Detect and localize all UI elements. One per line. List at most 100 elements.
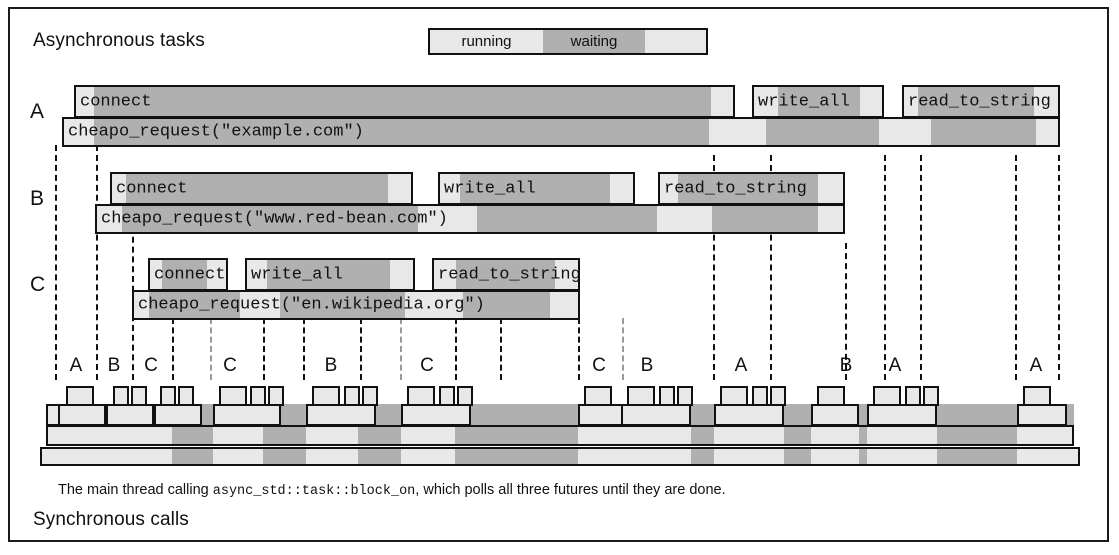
segment-running [711,87,733,116]
call-bar-label: write_all [758,92,850,111]
segment-running [76,87,94,116]
idle-band-2-0 [358,427,401,444]
segment-running [818,174,843,203]
poll-label-4: B [324,355,338,376]
segment-waiting [149,292,240,318]
call-bar-b-0: connect [110,172,413,205]
segment-running [405,292,463,318]
segment-waiting [778,87,860,116]
guide-line-3 [172,318,174,380]
row-label-b: B [30,187,45,210]
idle-band-9-0 [937,427,1017,444]
idle-band-1-1 [263,449,306,464]
segment-running [550,292,578,318]
poll-sub-box-1-0 [66,386,94,406]
row-label-a: A [30,100,45,123]
segment-running [418,206,477,232]
poll-sub-box-6-2 [457,386,473,406]
poll-label-7: B [640,355,654,376]
guide-line-10 [500,318,502,380]
idle-band-2-1 [358,449,401,464]
segment-running [247,260,267,289]
idle-band-0-0 [172,427,213,444]
row-label-c: C [30,273,46,296]
call-bar-c-1: write_all [245,258,415,291]
idle-band-0-1 [172,449,213,464]
legend-running: running [430,30,543,53]
future-bar-a: cheapo_request("example.com") [62,117,1060,147]
segment-running [709,119,766,145]
poll-sub-box-9-2 [770,386,786,406]
guide-line-8 [400,318,402,380]
poll-group-base-3 [154,404,202,426]
call-bar-c-0: connect [148,258,228,291]
guide-line-17 [920,155,922,380]
poll-sub-box-5-1 [344,386,360,406]
segment-running [207,260,226,289]
call-bar-label: connect [80,92,152,111]
segment-waiting [126,174,388,203]
guide-line-14 [770,155,772,380]
page-title: Asynchronous tasks [33,30,205,51]
legend-running-tail [645,30,706,53]
idle-band-1-0 [263,427,306,444]
guide-line-0 [55,145,57,380]
poll-sub-box-4-1 [250,386,266,406]
poll-sub-box-11-0 [873,386,901,406]
segment-running [555,260,578,289]
guide-line-15 [845,243,847,380]
guide-line-9 [455,318,457,380]
future-bar-c: cheapo_request("en.wikipedia.org") [132,290,580,320]
call-bar-label: read_to_string [664,179,807,198]
idle-band-3-1 [455,449,578,464]
poll-sub-box-2-0 [113,386,129,406]
poll-label-0: A [69,355,83,376]
idle-band-7-1 [784,449,811,464]
idle-band-3-0 [455,427,578,444]
poll-label-6: C [592,355,606,376]
poll-sub-box-9-1 [752,386,768,406]
poll-sub-box-5-0 [312,386,340,406]
poll-label-5: C [420,355,434,376]
poll-sub-box-3-1 [178,386,194,406]
guide-line-1 [96,145,98,380]
call-bar-c-2: read_to_string [432,258,580,291]
segment-running [818,206,843,232]
poll-sub-box-8-2 [677,386,693,406]
segment-running [660,174,678,203]
legend-waiting: waiting [543,30,645,53]
poll-sub-box-5-2 [362,386,378,406]
poll-sub-box-12-0 [1023,386,1051,406]
poll-sub-box-7-0 [584,386,612,406]
segment-running [64,119,94,145]
segment-running [388,174,411,203]
future-bar-label: cheapo_request("example.com") [68,122,364,142]
call-bar-label: write_all [444,179,536,198]
poll-sub-box-4-0 [219,386,247,406]
call-bar-label: connect [116,179,188,198]
footer-title: Synchronous calls [33,509,189,530]
poll-sub-box-8-1 [659,386,675,406]
idle-band-9-1 [937,449,1017,464]
caption-post: , which polls all three futures until th… [415,482,726,498]
segment-waiting [122,206,418,232]
poll-group-base-9 [714,404,784,426]
segment-waiting [94,87,711,116]
poll-sub-box-8-0 [627,386,655,406]
segment-running [112,174,126,203]
poll-sub-box-2-1 [131,386,147,406]
guide-line-4 [210,318,212,380]
segment-waiting [712,206,818,232]
poll-sub-box-11-1 [905,386,921,406]
poll-label-1: B [107,355,121,376]
idle-band-6-1 [691,449,714,464]
guide-line-7 [360,318,362,380]
caption-pre: The main thread calling [58,482,213,498]
segment-waiting [162,260,207,289]
future-bar-b: cheapo_request("www.red-bean.com") [95,204,845,234]
idle-band-6-0 [691,427,714,444]
segment-waiting [456,260,555,289]
caption-code: async_std::task::block_on [212,484,416,499]
guide-line-18 [1015,155,1017,380]
